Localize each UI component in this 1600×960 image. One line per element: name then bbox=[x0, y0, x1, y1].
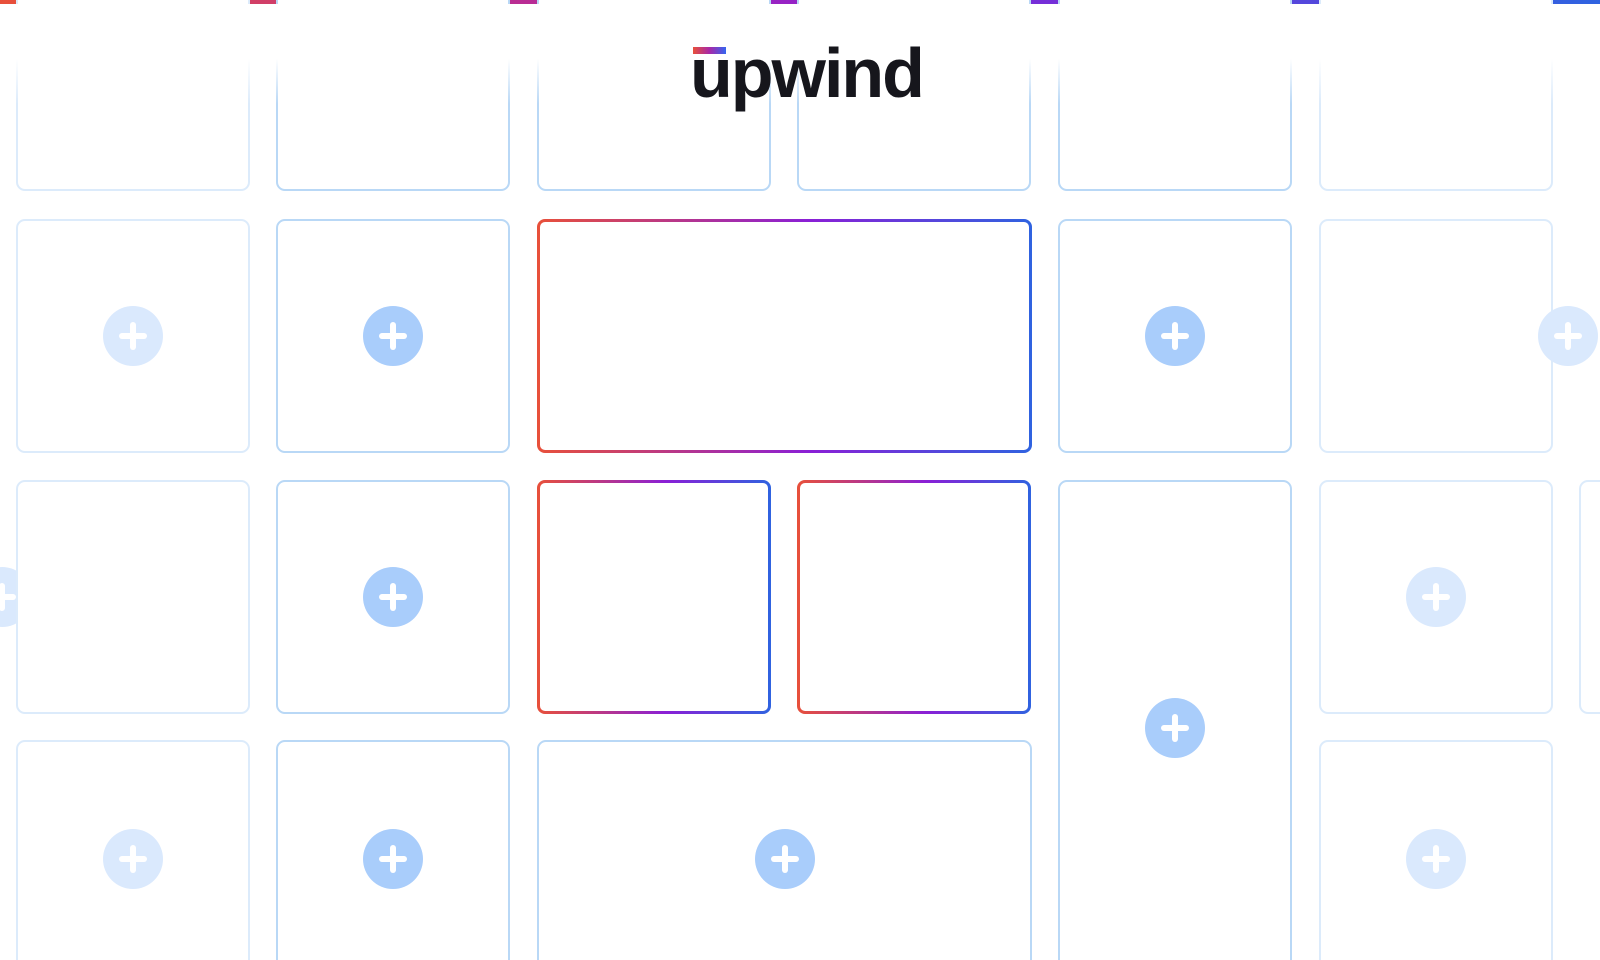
logo-wordmark: upwind bbox=[690, 34, 925, 112]
grid-tile bbox=[1319, 740, 1553, 960]
add-plus-icon[interactable] bbox=[1538, 306, 1598, 366]
highlighted-tile-wide[interactable] bbox=[537, 219, 1032, 453]
grid-tile bbox=[276, 480, 510, 714]
grid-tile bbox=[276, 219, 510, 453]
grid-tile bbox=[276, 0, 510, 191]
grid-tile bbox=[16, 219, 250, 453]
grid-tile bbox=[1319, 219, 1598, 453]
add-plus-icon[interactable] bbox=[103, 306, 163, 366]
add-plus-icon[interactable] bbox=[103, 829, 163, 889]
add-plus-icon[interactable] bbox=[363, 829, 423, 889]
add-plus-icon[interactable] bbox=[754, 829, 815, 889]
grid-tile bbox=[1058, 0, 1292, 191]
grid-tile bbox=[16, 740, 250, 960]
grid-tile-tall bbox=[1058, 480, 1292, 960]
add-plus-icon[interactable] bbox=[1406, 829, 1466, 889]
add-plus-icon[interactable] bbox=[1406, 567, 1466, 627]
upwind-logo[interactable]: upwind bbox=[690, 34, 925, 116]
add-plus-icon[interactable] bbox=[1145, 697, 1205, 758]
grid-tile bbox=[1319, 0, 1553, 191]
grid-tile-wide bbox=[537, 740, 1032, 960]
highlighted-tile[interactable] bbox=[537, 480, 771, 714]
grid-tile bbox=[16, 480, 250, 714]
grid-tile bbox=[1319, 480, 1553, 714]
add-plus-icon[interactable] bbox=[1145, 306, 1205, 366]
highlighted-tile[interactable] bbox=[797, 480, 1031, 714]
grid-tile bbox=[1579, 480, 1600, 714]
grid-tile bbox=[16, 0, 250, 191]
add-plus-icon[interactable] bbox=[363, 306, 423, 366]
grid-tile bbox=[1058, 219, 1292, 453]
grid-tile bbox=[276, 740, 510, 960]
add-plus-icon[interactable] bbox=[363, 567, 423, 627]
